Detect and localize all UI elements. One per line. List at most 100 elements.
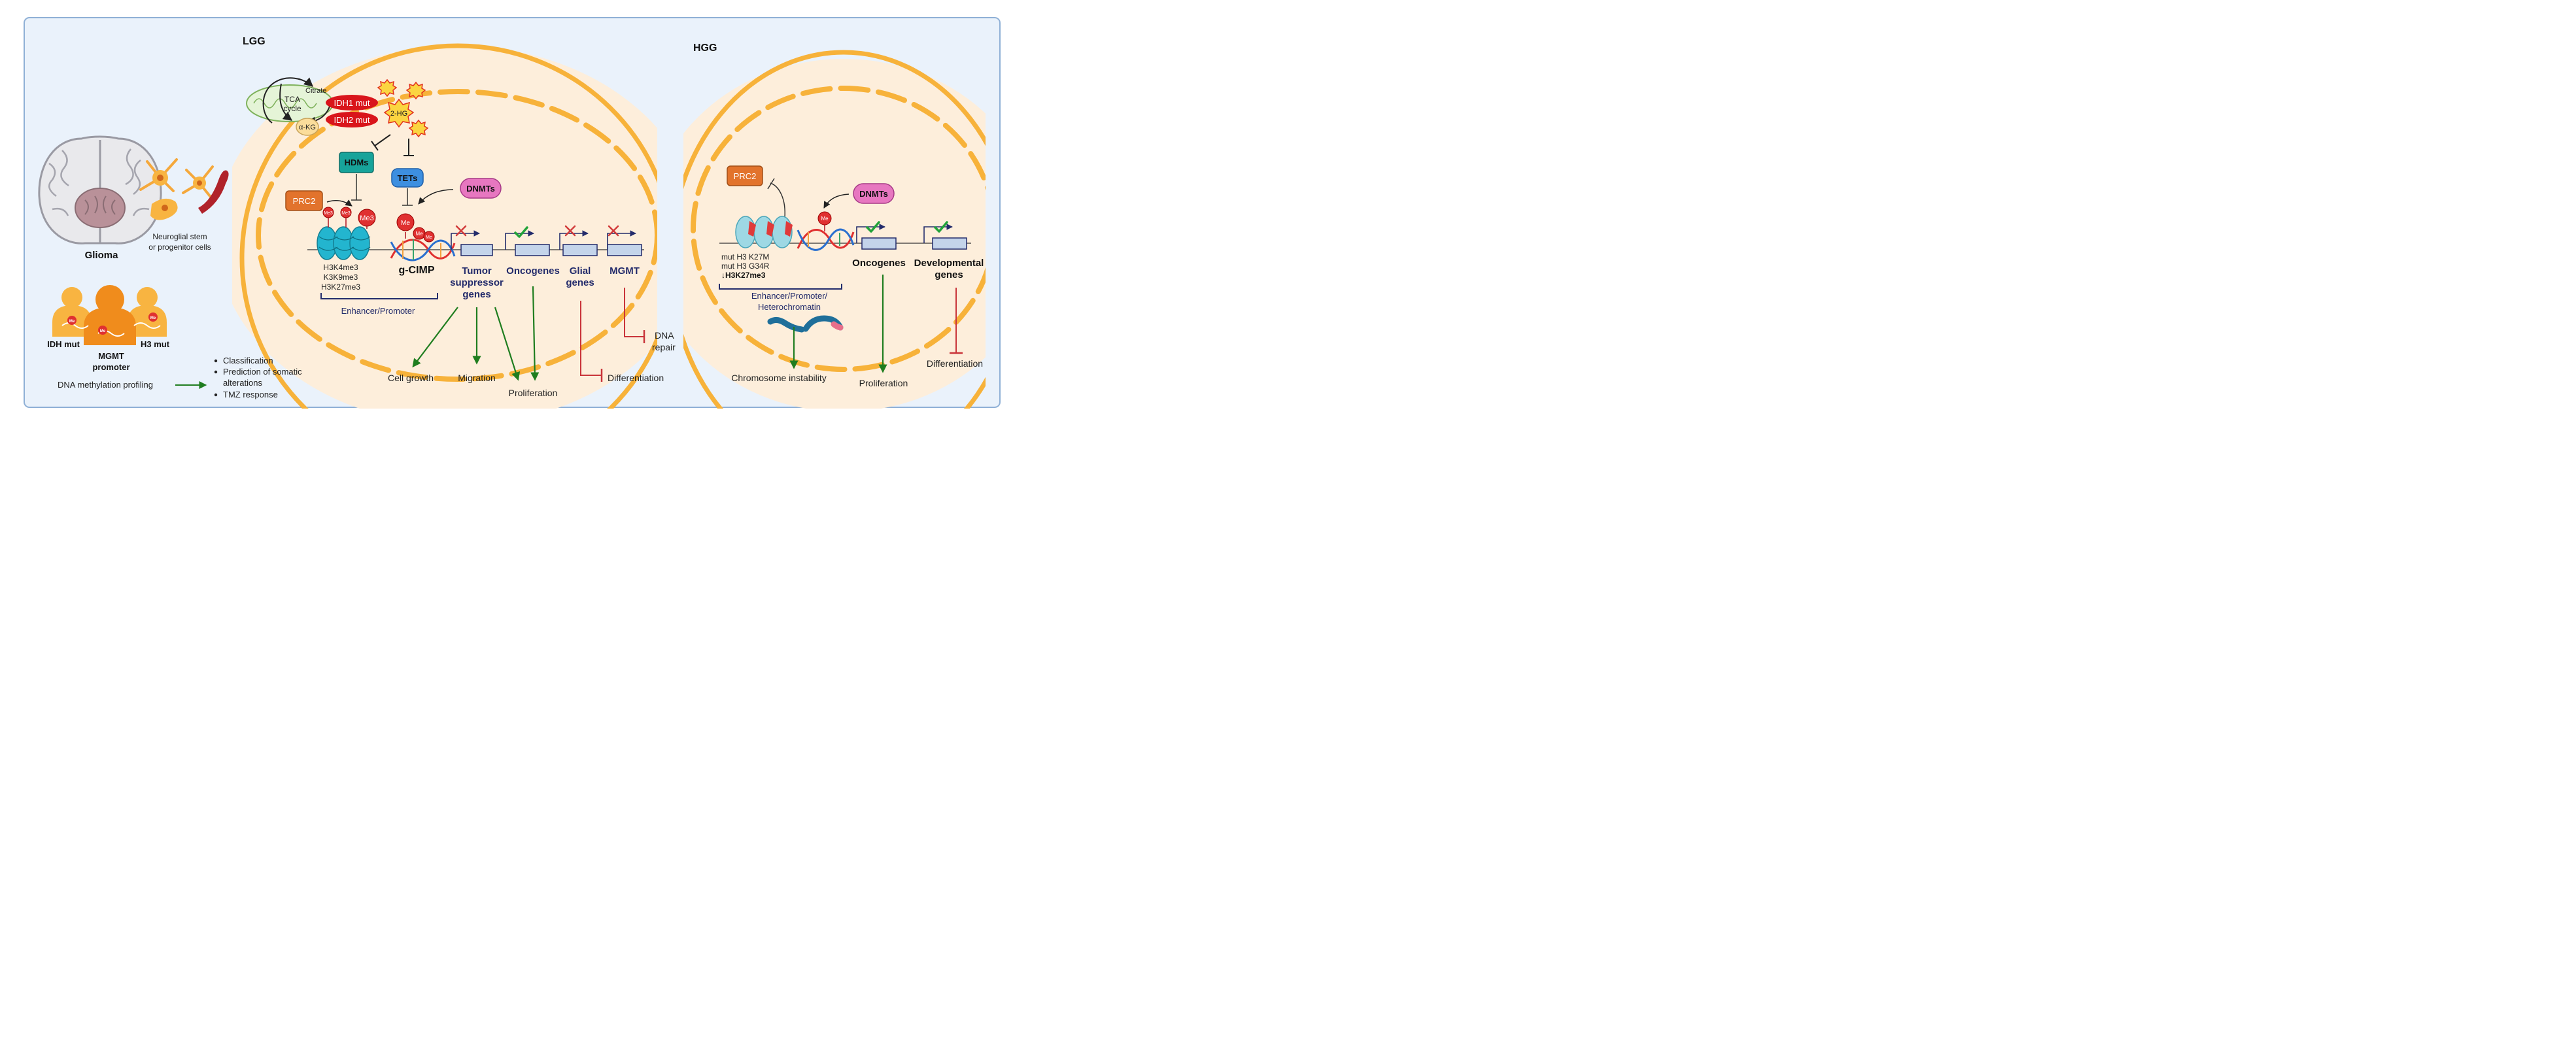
me-badge-idh: Me	[69, 320, 75, 324]
nucleosomes-hgg	[735, 216, 793, 248]
idh-mut-label: IDH mut	[47, 339, 80, 349]
profiling-label: DNA methylation profiling	[58, 380, 153, 390]
enhancer-label-lgg: Enhancer/Promoter	[341, 306, 415, 316]
dna-repair-label-2: repair	[652, 342, 676, 352]
me3-badges	[322, 207, 376, 229]
gene-box-glial	[562, 244, 598, 256]
mgmt-label-2: promoter	[92, 362, 129, 372]
proliferation-label-hgg: Proliferation	[859, 378, 908, 388]
mark-k3k9me3: K3K9me3	[324, 273, 358, 282]
2hg-burst-icon	[377, 78, 429, 138]
progenitor-label-2: or progenitor cells	[148, 243, 211, 252]
me3-small-2: Me3	[341, 211, 351, 216]
akg-label: α-KG	[299, 124, 316, 131]
bullet-alterations: alterations	[223, 378, 262, 388]
gene-box-mgmt	[607, 244, 642, 256]
check-icon-oncogenes	[514, 226, 528, 238]
oncogenes-label-hgg: Oncogenes	[852, 258, 906, 269]
hgg-helix-icon	[797, 211, 855, 251]
tets-label: TETs	[398, 173, 418, 183]
idh2-label: IDH2 mut	[334, 115, 370, 125]
gene-box-oncogenes	[515, 244, 550, 256]
glioma-label: Glioma	[85, 250, 119, 261]
enhancer-bracket-hgg	[719, 284, 842, 290]
gcimp-helix-icon	[390, 213, 456, 262]
bullet-tmz: TMZ response	[223, 390, 278, 399]
dnmts-label-hgg: DNMTs	[859, 189, 888, 199]
enhancer-bracket-lgg	[320, 293, 438, 299]
prc2-node-lgg	[285, 190, 323, 211]
mark-h3k27me3: H3K27me3	[321, 282, 360, 292]
citrate-label: Citrate	[305, 87, 326, 95]
hgg-title: HGG	[693, 42, 717, 54]
chromosomes-icon	[767, 315, 844, 333]
cross-icon-glial	[564, 225, 576, 237]
prc2-node-hgg	[727, 165, 763, 186]
glial-label-1: Glial	[570, 265, 591, 277]
progenitor-label-1: Neuroglial stem	[152, 232, 207, 241]
tca-label-2: cycle	[283, 104, 301, 113]
enhancer-label-hgg-2: Heterochromatin	[758, 302, 821, 312]
hgg-mut-3: ↓H3K27me3	[721, 271, 766, 280]
me3-small-1: Me3	[324, 211, 333, 216]
me3-large: Me3	[360, 214, 373, 222]
idh1-mut-node	[326, 95, 378, 110]
lgg-outcome-arrows	[412, 286, 645, 382]
me-badge-h3: Me	[150, 316, 156, 320]
gcimp-label: g-CIMP	[398, 265, 434, 276]
mgmt-label-1: MGMT	[98, 351, 124, 361]
differentiation-label-hgg: Differentiation	[927, 358, 983, 369]
hdms-label: HDMs	[345, 158, 369, 167]
dnmts-node-hgg	[853, 183, 895, 204]
differentiation-label-lgg: Differentiation	[608, 373, 664, 383]
glioma-epigenetics-diagram: LGG HGG Glioma Neuroglial stem or progen…	[24, 17, 1001, 409]
2hg-label: 2-HG	[390, 110, 407, 118]
check-icon-dev-hgg	[934, 221, 948, 233]
mitochondrion-icon	[246, 84, 334, 122]
bullet-classification: Classification	[223, 356, 273, 365]
progenitor-cells-illustration	[139, 158, 229, 220]
dnmts-node	[460, 178, 502, 199]
gene-box-oncogenes-hgg	[861, 237, 897, 250]
prc2-label-hgg: PRC2	[734, 171, 757, 181]
cross-icon-mgmt	[608, 225, 619, 237]
dev-label-1: Developmental	[914, 258, 984, 269]
me-badge-hgg: Me	[821, 216, 829, 222]
patient-group-illustration	[52, 285, 167, 345]
dna-repair-label-1: DNA	[655, 330, 674, 341]
oncogenes-label-lgg: Oncogenes	[506, 265, 560, 277]
cross-icon-tumor	[455, 225, 467, 237]
dev-label-2: genes	[935, 269, 963, 280]
hgg-mut-1: mut H3 K27M	[721, 252, 769, 262]
akg-node	[296, 118, 319, 136]
migration-label: Migration	[458, 373, 496, 383]
lgg-title: LGG	[243, 36, 266, 47]
check-icon-oncogenes-hgg	[866, 221, 880, 233]
lgg-cell	[232, 43, 657, 409]
me-badge-gcimp-2: Me	[415, 231, 423, 237]
tumor-label-3: genes	[462, 289, 490, 300]
prc2-label-lgg: PRC2	[293, 196, 316, 206]
me-badge-mgmt: Me	[100, 329, 106, 333]
tets-node	[391, 168, 424, 188]
hdms-node	[339, 152, 374, 173]
gene-box-dev-hgg	[932, 237, 967, 250]
lgg-outer-membrane	[239, 43, 657, 409]
tca-label-1: TCA	[284, 95, 300, 104]
glial-label-2: genes	[566, 277, 594, 288]
idh2-mut-node	[326, 112, 378, 127]
proliferation-label-lgg: Proliferation	[509, 388, 558, 398]
tumor-label-1: Tumor	[462, 265, 492, 277]
me-badge-gcimp-1: Me	[401, 220, 410, 227]
nucleosomes-lgg	[317, 226, 371, 260]
dnmts-label: DNMTs	[466, 184, 495, 194]
mark-h3k4me3: H3K4me3	[323, 263, 358, 272]
cell-growth-label: Cell growth	[388, 373, 434, 383]
mgmt-label-lgg: MGMT	[610, 265, 640, 277]
idh1-label: IDH1 mut	[334, 98, 370, 108]
tumor-label-2: suppressor	[450, 277, 504, 288]
h3-mut-label: H3 mut	[141, 339, 170, 349]
hgg-outcome-arrows	[789, 275, 963, 373]
tca-cycle-arrow	[262, 77, 314, 124]
me-badge-gcimp-3: Me	[426, 235, 432, 240]
